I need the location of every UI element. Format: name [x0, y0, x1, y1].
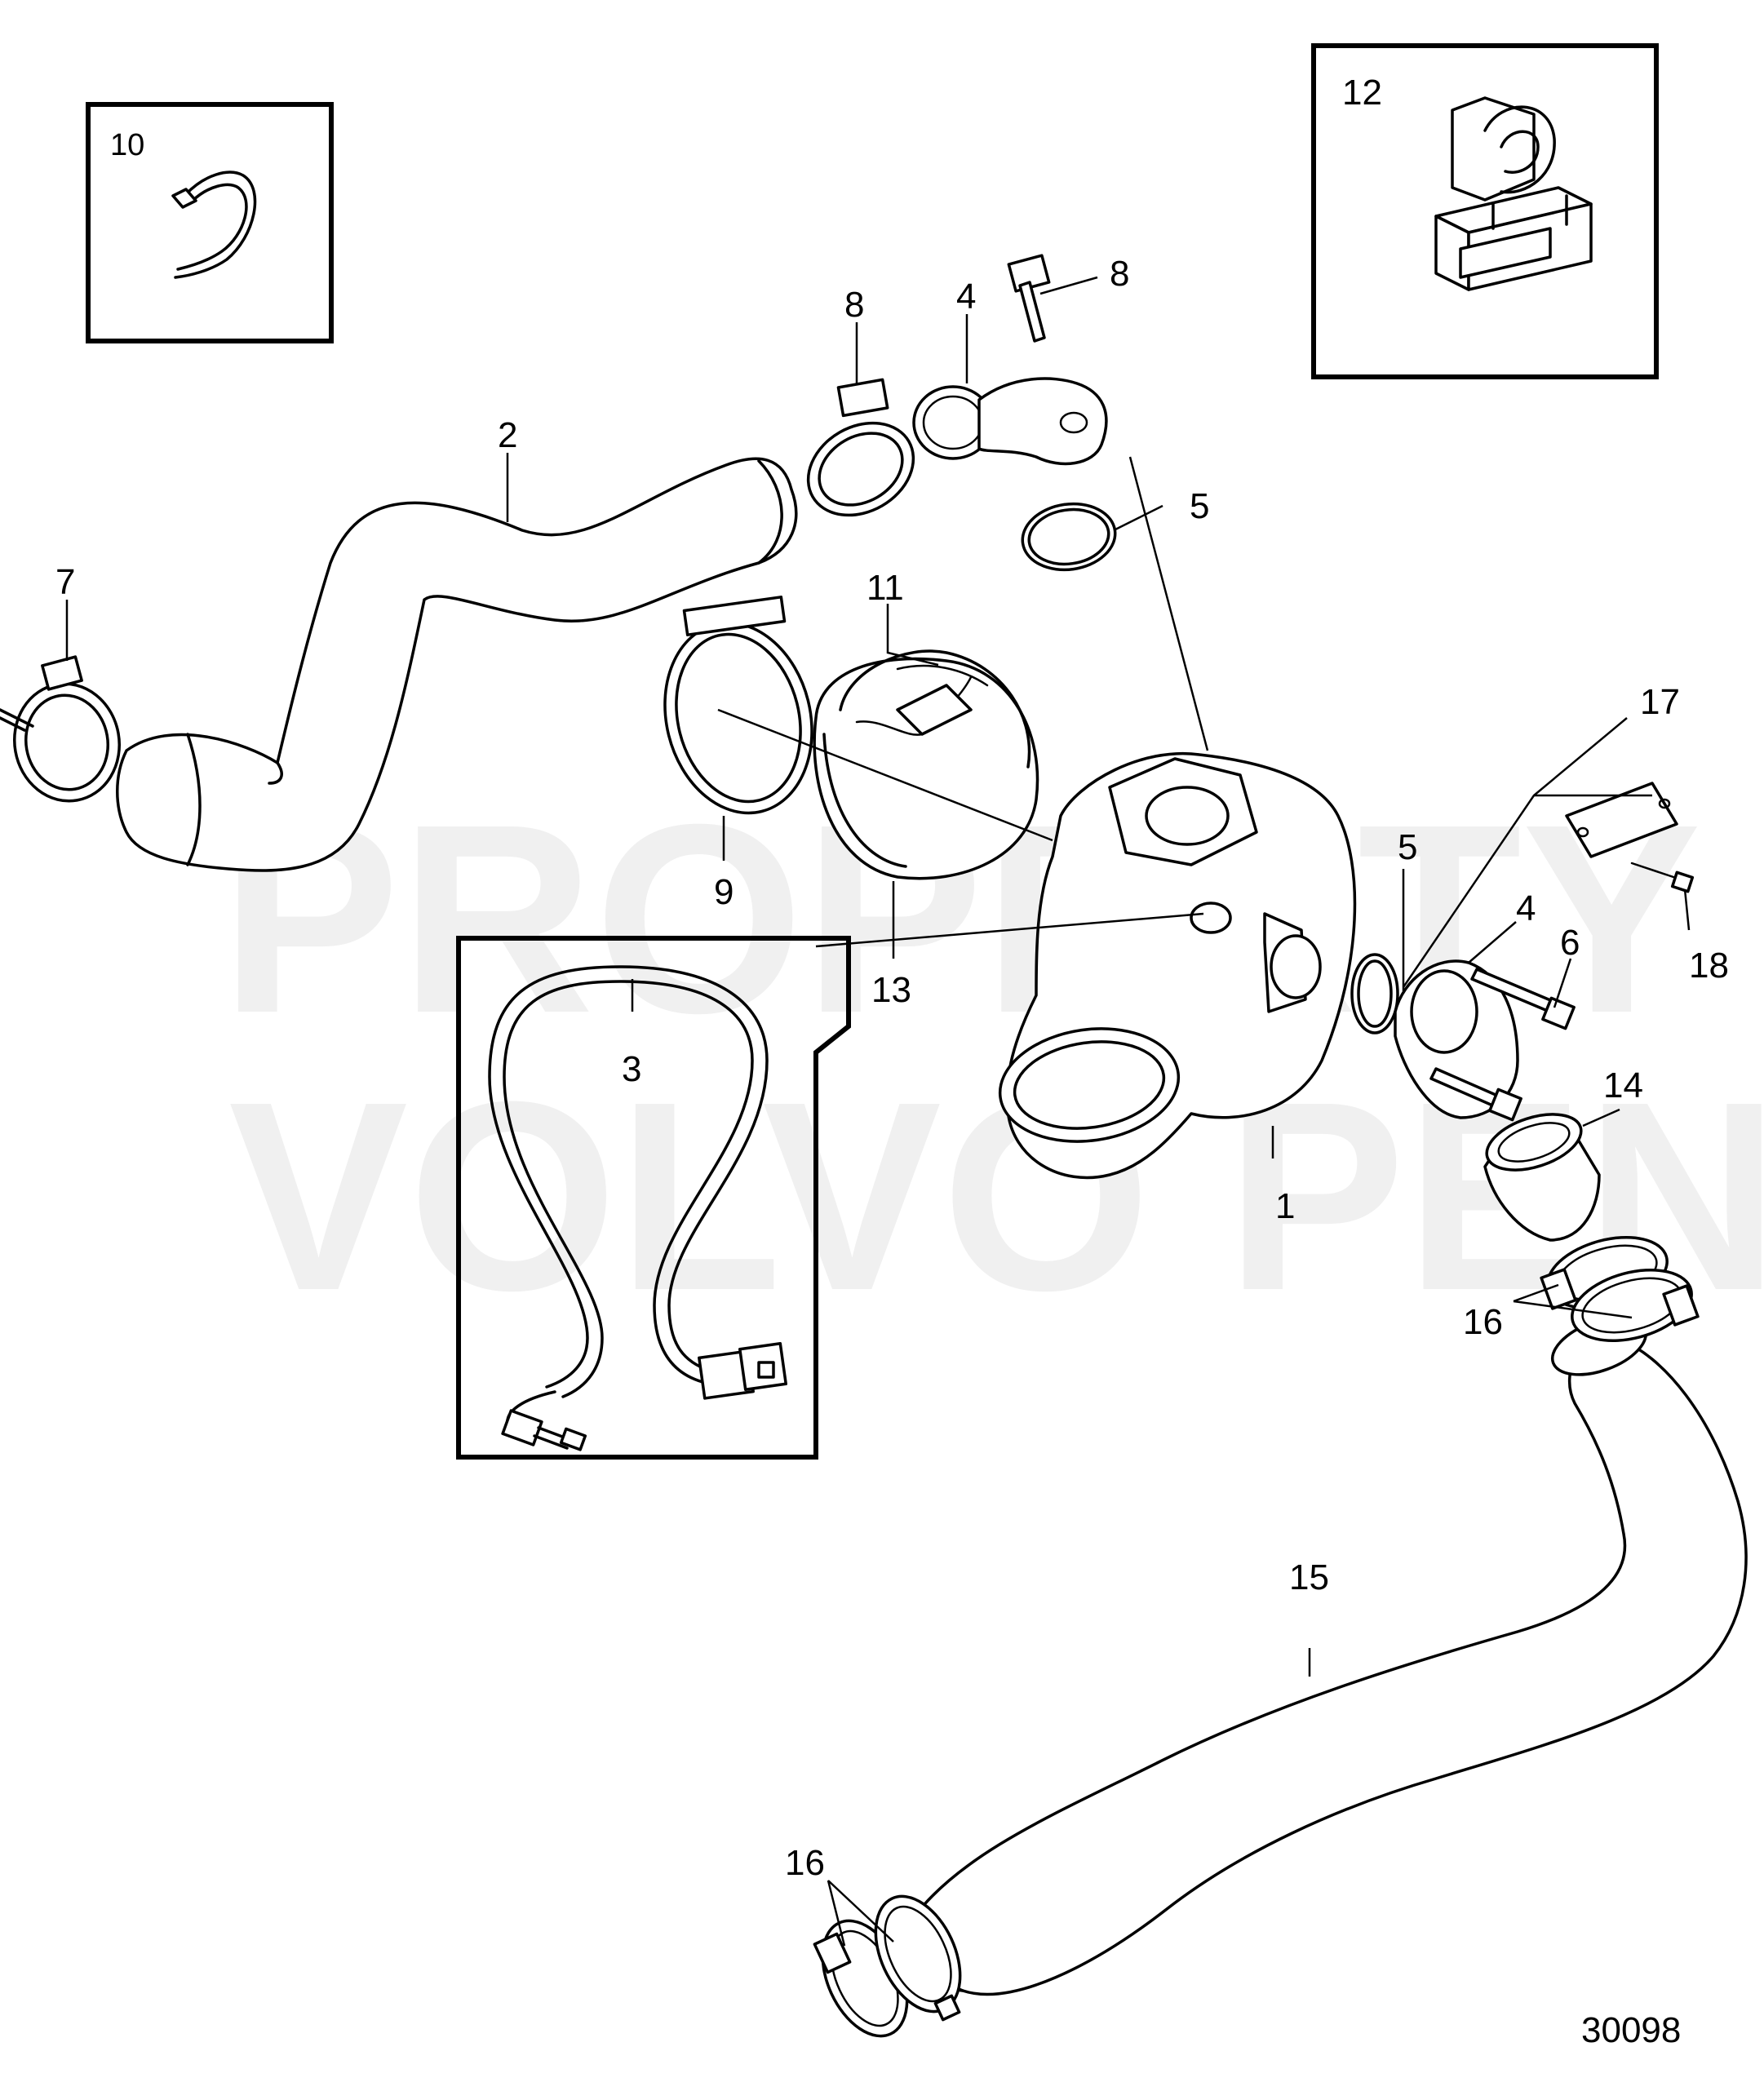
o-ring-part-5-lower: [1350, 953, 1399, 1034]
callout-13: 13: [871, 970, 911, 1010]
callout-5-upper: 5: [1190, 486, 1209, 526]
callout-6: 6: [1560, 923, 1580, 963]
elbow-part-4-upper: [912, 377, 1108, 466]
callout-4-upper: 4: [956, 277, 976, 317]
callout-17: 17: [1640, 682, 1680, 722]
inset-box-3: [456, 936, 851, 1460]
inset-box-10: [86, 102, 334, 343]
callout-11: 11: [866, 568, 904, 608]
callout-10: 10: [110, 128, 144, 162]
clamp-part-7: [0, 655, 122, 803]
sensor-harness-drawing: [488, 965, 769, 1389]
callout-16-upper: 16: [1463, 1302, 1503, 1342]
bolt-part-8: [1007, 254, 1051, 343]
pipe-part-14: [1483, 1113, 1601, 1242]
callout-8-bolt: 8: [1110, 254, 1129, 294]
callout-5-lower: 5: [1398, 827, 1417, 867]
o-ring-part-5-upper: [1021, 502, 1117, 572]
clamps-part-16-upper: [1540, 1236, 1700, 1342]
heat-shield-part-13: [813, 649, 1039, 880]
callout-12: 12: [1342, 73, 1382, 113]
callout-4-lower: 4: [1516, 888, 1536, 928]
drawing-number: 30098: [1581, 2010, 1681, 2050]
elbow-part-4-lower: [1394, 959, 1519, 1119]
cover-part-17: [1565, 782, 1678, 858]
callout-16-lower: 16: [785, 1843, 825, 1883]
callout-9: 9: [714, 872, 734, 912]
callout-3: 3: [622, 1049, 641, 1089]
callout-14: 14: [1603, 1065, 1643, 1105]
callout-7: 7: [55, 562, 75, 602]
inset-box-12: [1311, 43, 1659, 379]
callout-8-clamp: 8: [844, 285, 864, 325]
callout-18: 18: [1689, 946, 1729, 986]
callout-2: 2: [498, 415, 517, 455]
hose-part-2: [116, 457, 798, 872]
callout-labels: 1 2 3 4 4 5 5 6 7 8 8 9 10 11 12 13 14 1…: [55, 73, 1729, 1883]
clamp-part-8: [806, 378, 915, 517]
hose-part-15: [911, 1316, 1748, 1996]
leader-lines: [65, 276, 1691, 1947]
bolt-part-18: [1630, 862, 1695, 893]
clamps-part-16-lower: [813, 1894, 962, 2038]
cable-tie-drawing: [174, 171, 257, 279]
bolts-part-6: [1429, 968, 1576, 1122]
exhaust-elbow-part-1: [998, 751, 1357, 1180]
callout-1: 1: [1275, 1186, 1295, 1226]
callout-15: 15: [1289, 1557, 1329, 1597]
